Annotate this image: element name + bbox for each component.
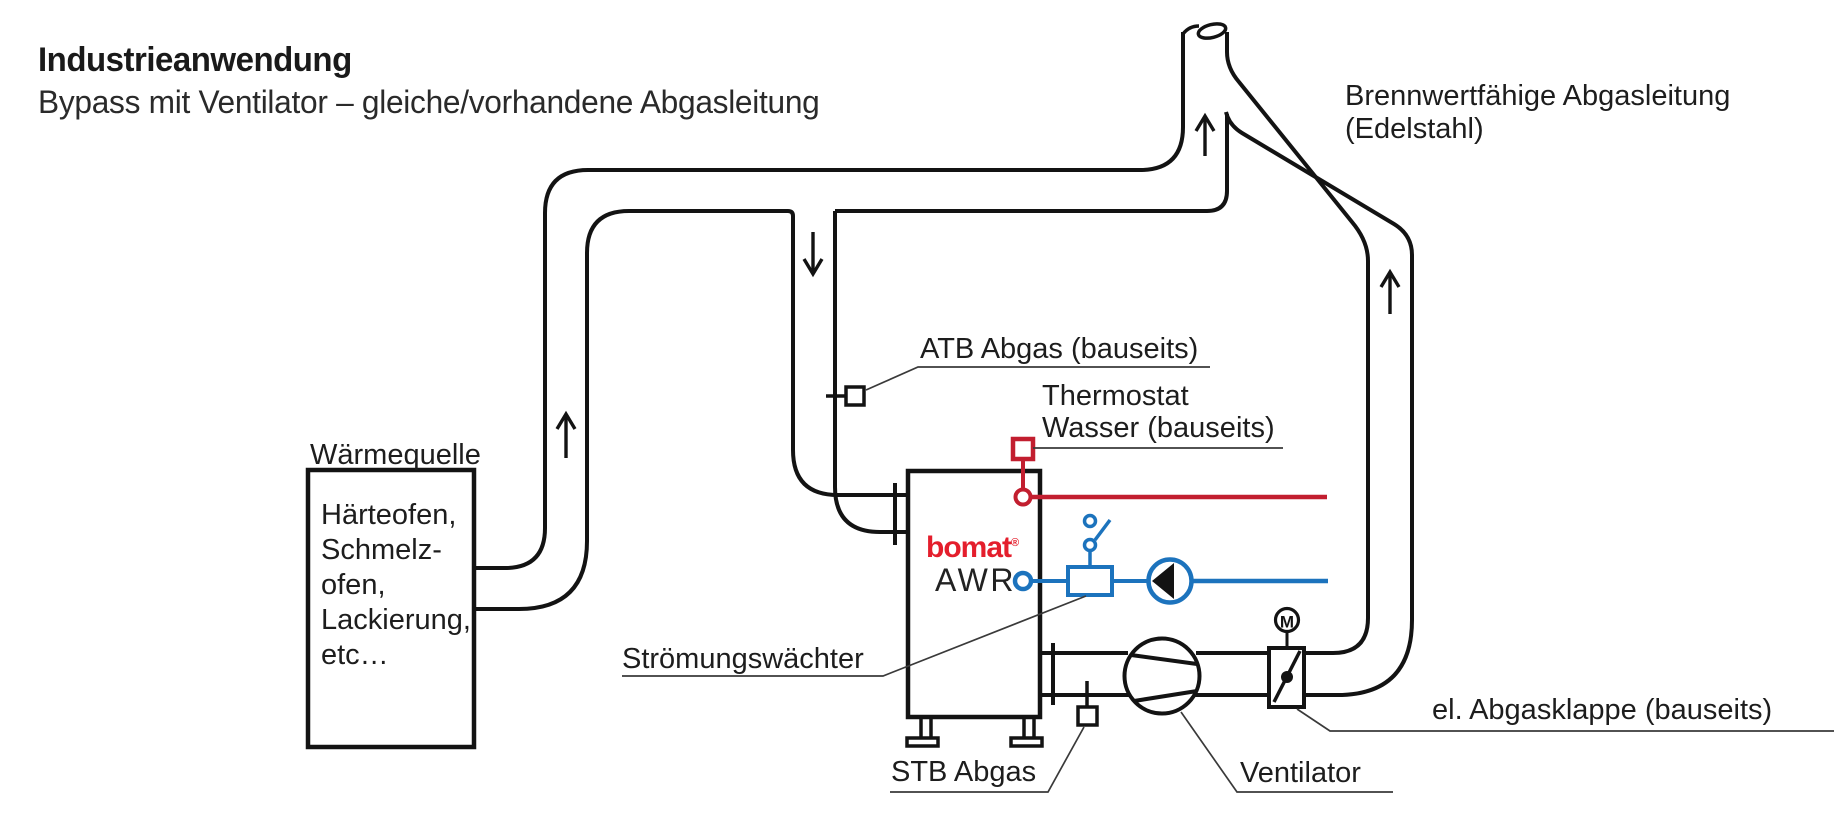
chimney-cap-opening (1196, 22, 1228, 40)
switch-blade (1093, 518, 1112, 542)
flue-label-line2: (Edelstahl) (1345, 113, 1484, 145)
chimney-cap-line (1181, 24, 1200, 36)
pipe-chimney-right-diagonal-upper-and-right-pipe-inner (1225, 32, 1370, 655)
leader-fan (1180, 711, 1393, 793)
motor-icon (1273, 606, 1301, 634)
heat-source-title: Wärmequelle (310, 439, 481, 471)
flue-label: Brennwertfähige Abgasleitung (Edelstahl) (1345, 80, 1730, 146)
awr-unit-box (905, 468, 1043, 720)
pump-rotor (1152, 563, 1174, 599)
thermostat-label-line2: Wasser (bauseits) (1042, 412, 1275, 444)
pipe-inner-left-top-to-bypass-drop (474, 209, 908, 611)
flow-switch-icon (1066, 565, 1114, 597)
pipe-outer-left-top-to-chimney (474, 32, 1185, 570)
awr-water-port (1012, 570, 1034, 592)
bomat-logo-text: bomat (926, 531, 1012, 564)
heat-source-line: Härteofen, (321, 499, 457, 531)
flow-switch-label: Strömungswächter (622, 643, 864, 675)
thermostat-circuit (1010, 436, 1327, 507)
page-title: Industrieanwendung (38, 41, 352, 79)
leader-flow-switch (622, 595, 1087, 677)
flue-label-line1: Brennwertfähige Abgasleitung (1345, 80, 1731, 112)
heat-source-line: ofen, (321, 569, 386, 601)
leader-atb (865, 366, 1210, 391)
thermostat-sensor-icon (1010, 436, 1036, 462)
pipe-inner-top-right-and-chimney-right-lower (835, 114, 1229, 213)
pipe-bypass-drop-right-wall (833, 211, 908, 534)
awr-foot-left (905, 717, 940, 748)
fan-symbol (1122, 636, 1202, 716)
arrow-up-left-riser (555, 410, 577, 458)
arrow-down-bypass (802, 232, 824, 278)
motor-letter: M (1280, 613, 1294, 632)
thermostat-label: Thermostat Wasser (bauseits) (1042, 380, 1275, 444)
heat-source-box (305, 467, 477, 750)
switch-contact-upper (1082, 513, 1098, 529)
pipe-diagonal-lower-and-right-pipe-outer (1224, 111, 1414, 697)
flap-label: el. Abgasklappe (bauseits) (1432, 694, 1773, 726)
heat-source-text: Härteofen, Schmelz- ofen, Lackierung, et… (321, 498, 471, 673)
awr-model-label: AWR (935, 562, 1016, 598)
atb-sensor-icon (826, 385, 866, 407)
stb-sensor-label: STB Abgas (891, 756, 1037, 788)
stb-sensor-icon (1076, 681, 1099, 727)
flap-valve-symbol: M (1267, 606, 1306, 709)
registered-mark: ® (1011, 537, 1019, 549)
awr-foot-right (1009, 717, 1044, 748)
leader-flap (1296, 708, 1834, 732)
leader-stb (890, 726, 1085, 793)
heat-source-line: Schmelz- (321, 534, 442, 566)
fan-label: Ventilator (1240, 757, 1361, 789)
arrow-up-right-riser (1379, 268, 1401, 314)
water-circuit (1012, 513, 1328, 605)
heat-source-line: Lackierung, (321, 604, 471, 636)
arrow-up-chimney (1194, 112, 1216, 156)
bomat-logo: bomat® (926, 531, 1019, 565)
switch-contact-lower (1082, 537, 1098, 553)
page-subtitle: Bypass mit Ventilator – gleiche/vorhande… (38, 84, 820, 120)
thermostat-label-line1: Thermostat (1042, 380, 1189, 412)
heat-source-line: etc… (321, 639, 389, 671)
atb-sensor-label: ATB Abgas (bauseits) (920, 333, 1199, 365)
